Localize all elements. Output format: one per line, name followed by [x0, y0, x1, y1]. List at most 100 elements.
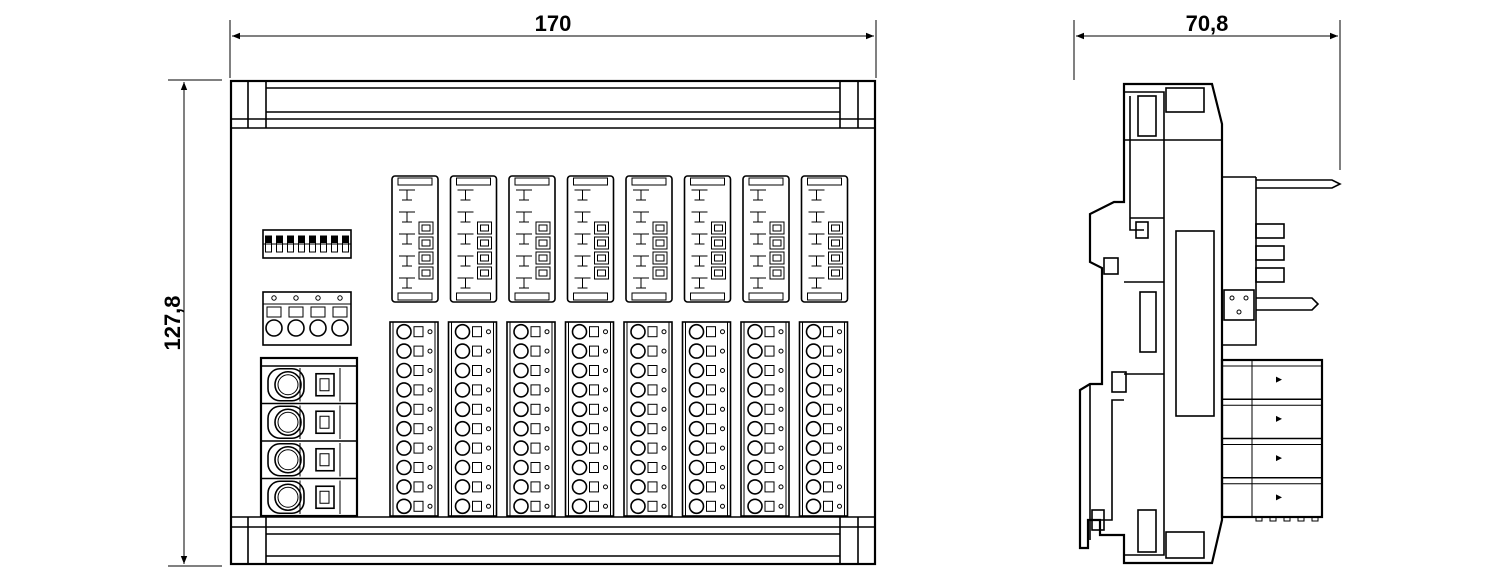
terminal-wire-entry: [396, 440, 412, 456]
terminal-test-point: [661, 368, 667, 373]
terminal-release: [823, 403, 833, 415]
terminal-wire-entry: [396, 479, 412, 495]
dimension-depth-70-8: 70,8: [1073, 11, 1341, 170]
terminal-wire-entry: [454, 459, 471, 476]
side-slot-marker: [1276, 455, 1282, 462]
relay-contact: [808, 189, 825, 201]
relay-contact: [574, 189, 591, 201]
terminal-wire-entry: [630, 420, 646, 437]
relay-module-outline: [625, 175, 673, 303]
terminal-wire-entry: [454, 401, 471, 418]
terminal-strip: [564, 321, 615, 517]
dip-switch-lever-knob: [331, 236, 338, 243]
terminal-release: [647, 345, 658, 357]
terminal-release: [764, 462, 775, 473]
relay-window-inner: [597, 224, 606, 232]
terminal-strip-outline: [506, 321, 556, 517]
relay-module-clip-top: [690, 177, 725, 186]
terminal-wire-entry: [747, 401, 763, 418]
terminal-release: [764, 423, 775, 435]
terminal-release: [472, 345, 482, 357]
relay-window: [594, 221, 609, 235]
relay-window: [535, 236, 551, 250]
relay-window-inner: [480, 239, 489, 247]
relay-window-inner: [831, 239, 840, 247]
terminal-release: [472, 500, 482, 512]
terminal-test-point: [720, 465, 725, 470]
terminal-wire-entry: [571, 323, 588, 340]
relay-contact: [399, 255, 415, 267]
relay-module-clip-bottom: [631, 292, 667, 301]
signal-connector-4pin: [262, 291, 352, 346]
terminal-release: [472, 403, 482, 415]
relay-module-outline: [742, 175, 790, 303]
terminal-test-point: [837, 406, 842, 412]
terminal-strip-outline: [389, 321, 439, 517]
relay-contact: [633, 189, 649, 201]
relay-module-clip-bottom: [690, 292, 725, 301]
terminal-wire-entry: [688, 479, 705, 495]
relay-window-inner: [831, 224, 840, 232]
relay-window-inner: [538, 224, 548, 232]
terminal-release: [647, 403, 658, 415]
terminal-test-point: [427, 426, 433, 432]
relay-module-outline: [683, 175, 732, 303]
terminal-release: [413, 384, 424, 396]
terminal-test-point: [486, 406, 491, 412]
relay-module-clip-top: [807, 177, 842, 186]
relay-contact: [516, 233, 532, 245]
terminal-strip: [740, 321, 790, 517]
terminal-wire-entry: [805, 479, 822, 495]
terminal-release: [472, 442, 482, 454]
terminal-test-point: [720, 503, 725, 509]
relay-contact: [750, 233, 766, 245]
power-terminal-wire-entry: [274, 370, 302, 399]
power-terminal-housing: [267, 480, 305, 515]
terminal-strip-outline: [564, 321, 615, 517]
terminal-wire-entry: [805, 459, 822, 476]
side-slot-foot: [1269, 516, 1277, 522]
terminal-test-point: [427, 503, 433, 509]
terminal-release: [413, 442, 424, 454]
terminal-test-point: [544, 503, 550, 509]
terminal-test-point: [603, 484, 608, 490]
relay-window-inner: [480, 269, 489, 277]
terminal-test-point: [427, 329, 433, 335]
terminal-strip-outline: [798, 321, 849, 517]
terminal-release: [647, 442, 658, 454]
terminal-test-point: [661, 348, 667, 354]
terminal-test-point: [720, 368, 725, 373]
relay-contact: [691, 277, 708, 289]
terminal-test-point: [486, 329, 491, 335]
dip-switch-lever-knob: [320, 236, 327, 243]
terminal-wire-entry: [747, 382, 763, 398]
terminal-release: [530, 384, 541, 396]
terminal-wire-entry: [513, 401, 529, 418]
terminal-test-point: [544, 387, 550, 393]
power-terminal-release: [315, 447, 335, 472]
relay-window-inner: [772, 224, 782, 232]
relay-window: [477, 251, 492, 265]
relay-module-clip-top: [514, 177, 550, 186]
terminal-wire-entry: [630, 343, 646, 359]
terminal-release: [647, 500, 658, 512]
power-terminal-wire-entry-inner: [277, 374, 299, 396]
relay-module-clip-bottom: [514, 292, 550, 301]
relay-contact: [399, 211, 415, 223]
terminal-wire-entry: [454, 420, 471, 437]
terminal-wire-entry: [805, 343, 822, 359]
terminal-release: [589, 403, 599, 415]
relay-contact: [457, 189, 474, 201]
terminal-wire-entry: [454, 382, 471, 398]
relay-contact: [574, 233, 591, 245]
terminal-test-point: [427, 445, 433, 451]
terminal-test-point: [720, 387, 725, 393]
terminal-release: [823, 345, 833, 357]
relay-module-clip-bottom: [573, 292, 608, 301]
terminal-release: [413, 462, 424, 473]
terminal-wire-entry: [513, 440, 529, 456]
terminal-wire-entry: [396, 401, 412, 418]
terminal-release: [472, 384, 482, 396]
terminal-wire-entry: [688, 498, 705, 515]
